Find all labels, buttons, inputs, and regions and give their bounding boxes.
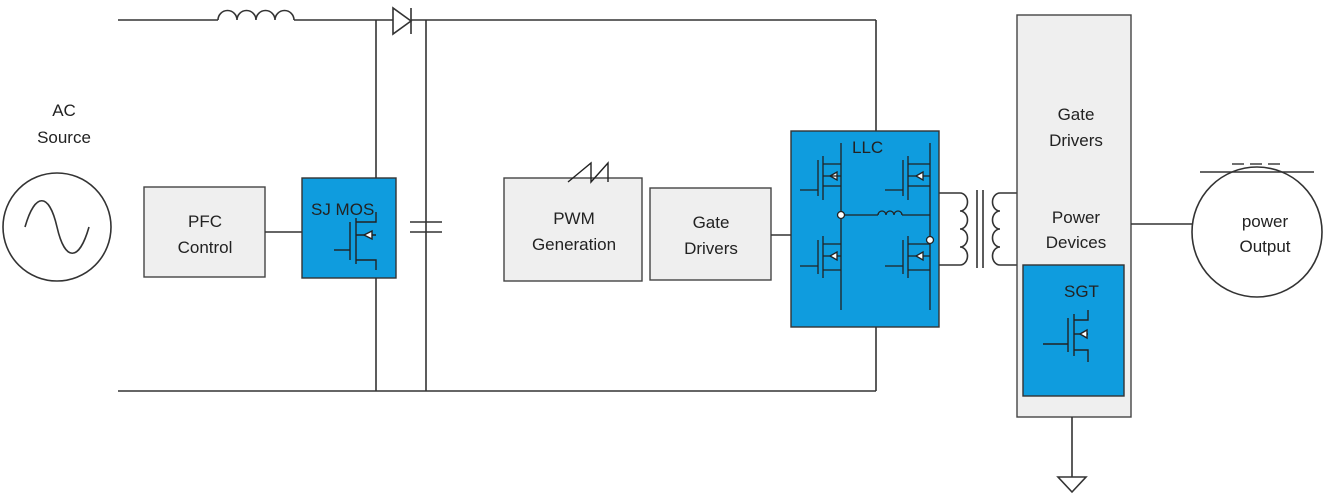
secondary-power-label-1: Power bbox=[1052, 208, 1101, 227]
sj-mos-block bbox=[301, 177, 397, 279]
gate-drivers-label-2: Drivers bbox=[684, 239, 738, 258]
pfc-label-1: PFC bbox=[188, 212, 222, 231]
diode-icon bbox=[392, 6, 413, 36]
capacitor-icon bbox=[410, 221, 442, 233]
output-label-2: Output bbox=[1239, 237, 1290, 256]
power-output-icon bbox=[1191, 163, 1323, 298]
ground-icon bbox=[1056, 417, 1088, 494]
ac-source-label-2: Source bbox=[37, 128, 91, 147]
sgt-label: SGT bbox=[1064, 282, 1099, 301]
top-rail bbox=[118, 6, 876, 36]
pfc-control-block bbox=[143, 186, 266, 278]
secondary-gate-label-1: Gate bbox=[1058, 105, 1095, 124]
mosfet-icon bbox=[334, 212, 377, 270]
gate-drivers-block bbox=[649, 187, 772, 281]
output-label-1: power bbox=[1242, 212, 1289, 231]
sj-mos-label: SJ MOS bbox=[311, 200, 374, 219]
mosfet-icon bbox=[1043, 310, 1089, 362]
ac-source-label-1: AC bbox=[52, 101, 76, 120]
ac-source-icon bbox=[2, 172, 112, 282]
pwm-label-1: PWM bbox=[553, 209, 595, 228]
sawtooth-icon bbox=[567, 161, 609, 184]
secondary-gate-label-2: Drivers bbox=[1049, 131, 1103, 150]
inductor-icon bbox=[217, 9, 295, 21]
llc-block bbox=[790, 130, 940, 328]
secondary-power-label-2: Devices bbox=[1046, 233, 1106, 252]
llc-label: LLC bbox=[852, 138, 883, 157]
llc-bridge-circuit bbox=[800, 143, 935, 310]
transformer-icon bbox=[939, 190, 1017, 268]
gate-drivers-label-1: Gate bbox=[693, 213, 730, 232]
pwm-generation-block bbox=[503, 177, 643, 282]
pfc-label-2: Control bbox=[178, 238, 233, 257]
pwm-label-2: Generation bbox=[532, 235, 616, 254]
